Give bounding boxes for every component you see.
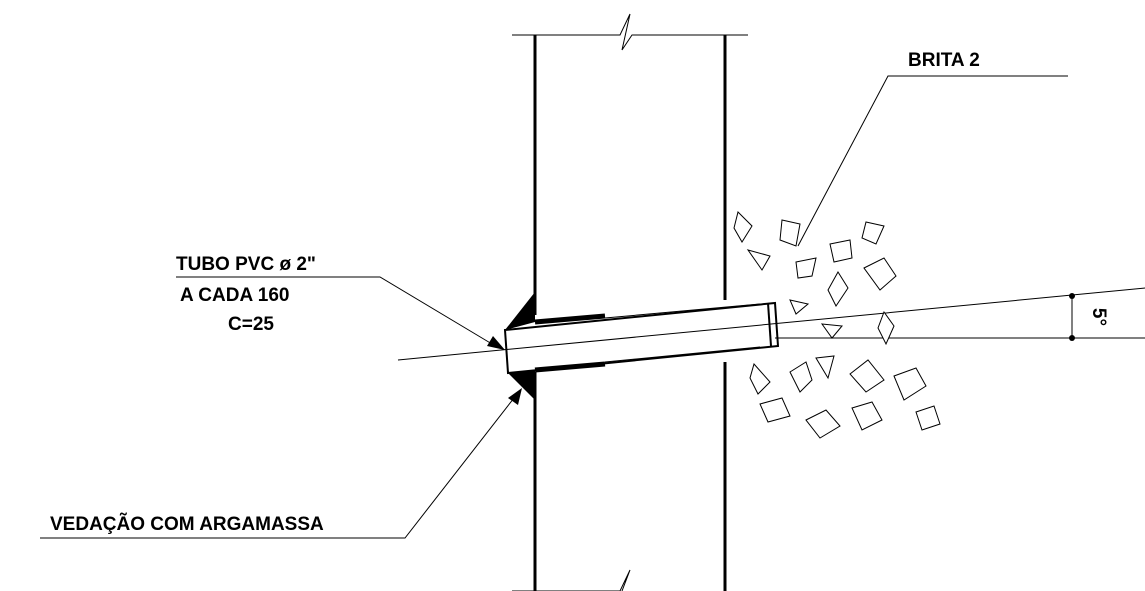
gravel-stone — [861, 221, 885, 245]
tubo-leader — [176, 276, 493, 345]
vedacao-callout: VEDAÇÃO COM ARGAMASSA — [40, 388, 522, 539]
slope-dimension-dot-top — [1069, 293, 1075, 299]
tubo-label-line3: C=25 — [228, 314, 274, 335]
retaining-wall — [512, 13, 748, 591]
gravel-stone — [863, 257, 897, 291]
tubo-label-line1: TUBO PVC ø 2" — [176, 254, 316, 275]
pipe-liner-bottom — [604, 346, 761, 363]
gravel-stone — [805, 409, 841, 439]
gravel-stone — [795, 257, 817, 279]
gravel-stone — [789, 361, 813, 393]
gravel-stone — [893, 367, 927, 401]
slope-label: 5° — [1088, 308, 1109, 326]
gravel-stone — [851, 401, 883, 431]
gravel-stone — [789, 299, 810, 315]
slope-dimension: 5° — [1069, 293, 1109, 341]
gravel-fill — [733, 211, 941, 439]
wall-break-bottom — [512, 569, 631, 591]
pipe-body — [503, 301, 780, 375]
gravel-stone — [733, 211, 753, 243]
gravel-stone — [820, 323, 843, 339]
mortar-seal-bottom — [508, 370, 535, 400]
gravel-stone — [877, 310, 895, 346]
tubo-callout: TUBO PVC ø 2" A CADA 160 C=25 — [176, 254, 505, 350]
brita-callout: BRITA 2 — [797, 50, 1068, 247]
wall-break-top — [512, 13, 748, 51]
tubo-leader-arrowhead — [487, 336, 505, 350]
brita-label: BRITA 2 — [908, 50, 980, 71]
pipe-axis-line — [397, 287, 1145, 361]
gravel-stone — [746, 249, 771, 271]
gravel-stone — [827, 271, 849, 307]
gravel-stone — [759, 397, 791, 423]
gravel-stone — [829, 239, 853, 263]
gravel-stone — [915, 405, 941, 431]
brita-leader — [797, 75, 1068, 247]
vedacao-leader — [40, 397, 515, 539]
gravel-stone — [779, 219, 801, 247]
pipe-inner-bottom — [534, 361, 606, 373]
vedacao-leader-arrowhead — [508, 388, 522, 405]
gravel-stone — [815, 355, 835, 380]
slope-dimension-dot-bottom — [1069, 335, 1075, 341]
pvc-pipe — [503, 292, 780, 400]
tubo-label-line2: A CADA 160 — [180, 285, 289, 306]
gravel-stone — [749, 362, 771, 395]
gravel-stone — [849, 359, 885, 393]
pipe-liner-top — [604, 303, 761, 319]
mortar-seal-top — [505, 292, 535, 330]
pipe-inner-top — [534, 313, 606, 325]
vedacao-label: VEDAÇÃO COM ARGAMASSA — [50, 513, 324, 535]
